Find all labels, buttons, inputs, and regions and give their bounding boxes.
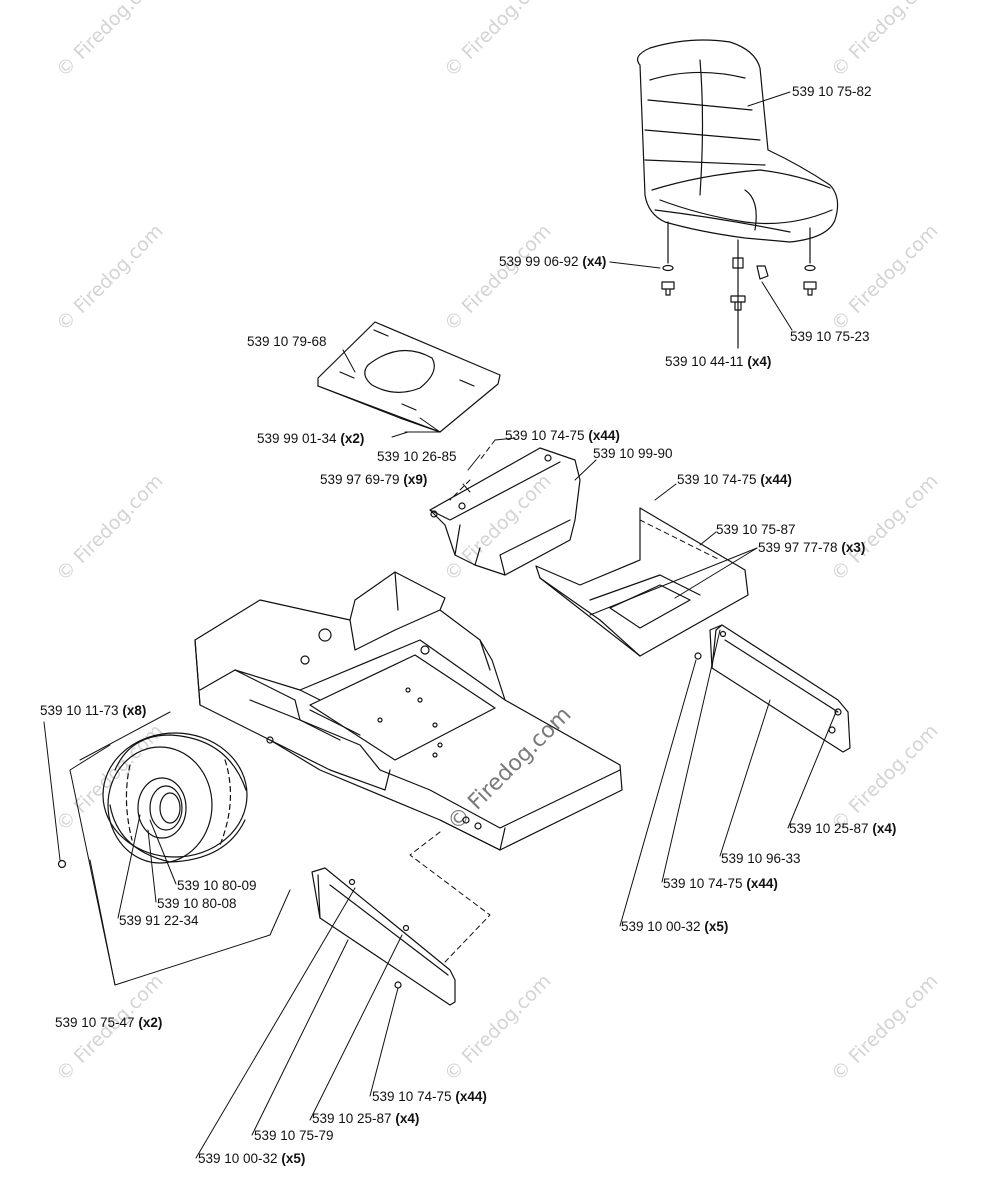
left-guard-drawing xyxy=(311,867,456,1006)
part-label-seat-bracket: 539 10 99-90 xyxy=(593,446,673,461)
seat-drawing xyxy=(637,39,839,243)
seat-hardware xyxy=(661,221,817,349)
part-label-clip: 539 97 77-78 (x3) xyxy=(758,540,866,555)
seat-plate-drawing xyxy=(317,321,501,433)
part-label-seat: 539 10 75-82 xyxy=(792,84,872,99)
part-label-l-screw: 539 10 25-87 (x4) xyxy=(312,1111,420,1126)
wheel-drawing xyxy=(57,732,248,869)
floor-pan-drawing xyxy=(535,507,749,657)
part-label-seat-knob: 539 10 75-23 xyxy=(790,329,870,344)
part-label-hinge-screw: 539 97 69-79 (x9) xyxy=(320,472,428,487)
part-label-rivet-right: 539 10 74-75 (x44) xyxy=(677,472,792,487)
part-label-l-rivet: 539 10 74-75 (x44) xyxy=(372,1089,487,1104)
part-label-bearing-b: 539 10 80-08 xyxy=(157,896,237,911)
part-label-spring: 539 10 26-85 xyxy=(377,449,457,464)
frame-drawing xyxy=(194,571,623,851)
part-label-wheel: 539 10 75-47 (x2) xyxy=(55,1015,163,1030)
part-label-r-screw: 539 10 25-87 (x4) xyxy=(789,821,897,836)
part-label-plate-screw: 539 99 01-34 (x2) xyxy=(257,431,365,446)
part-label-l-guard: 539 10 75-79 xyxy=(254,1128,334,1143)
part-label-l-bolt: 539 10 00-32 (x5) xyxy=(198,1151,306,1166)
seat-bracket-drawing xyxy=(429,447,581,576)
part-label-rivet-top: 539 10 74-75 (x44) xyxy=(505,428,620,443)
part-label-seat-plate: 539 10 79-68 xyxy=(247,334,327,349)
part-label-r-rivet: 539 10 74-75 (x44) xyxy=(663,876,778,891)
part-label-r-guard: 539 10 96-33 xyxy=(721,851,801,866)
part-label-bearing-a: 539 10 80-09 xyxy=(177,878,257,893)
assembly-lines xyxy=(409,439,721,963)
part-label-seat-washer: 539 99 06-92 (x4) xyxy=(499,254,607,269)
part-label-wheel-nut: 539 10 11-73 (x8) xyxy=(40,703,147,718)
right-guard-drawing xyxy=(694,624,851,753)
part-label-seat-bolt: 539 10 44-11 (x4) xyxy=(665,354,772,369)
part-label-floor-pan: 539 10 75-87 xyxy=(716,522,796,537)
part-label-seal: 539 91 22-34 xyxy=(119,913,199,928)
part-label-r-bolt: 539 10 00-32 (x5) xyxy=(621,919,729,934)
leader-lines xyxy=(43,91,837,1159)
